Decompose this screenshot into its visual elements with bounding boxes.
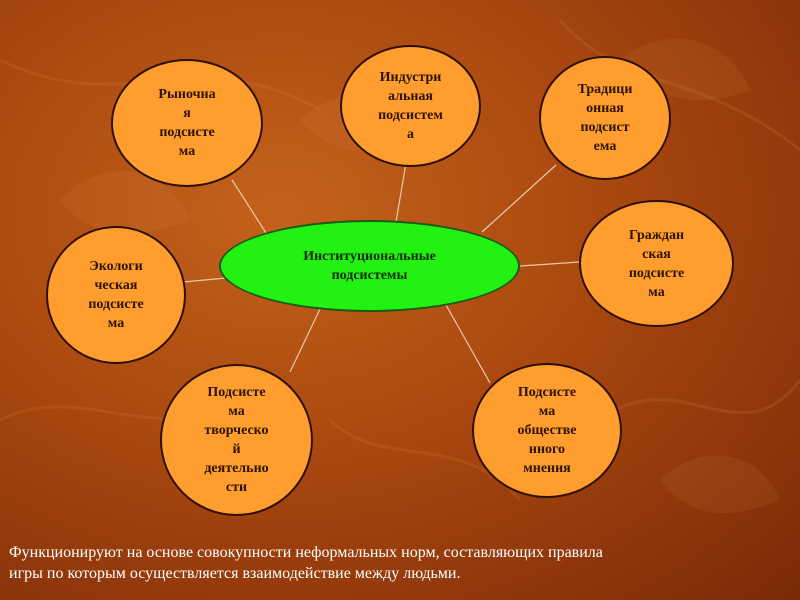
node-label: Подсисте ма обществе нного мнения <box>517 385 577 476</box>
node-industrial-subsystem: Индустри альная подсистем а <box>340 45 481 167</box>
connector-traditional <box>481 164 557 233</box>
node-traditional-subsystem: Традици онная подсист ема <box>539 56 671 180</box>
node-ecological-subsystem: Экологи ческая подсисте ма <box>46 226 186 364</box>
connector-industrial <box>395 162 407 223</box>
node-label: Традици онная подсист ема <box>577 82 633 154</box>
connector-market <box>231 179 269 237</box>
node-label: Граждан ская подсисте ма <box>628 227 685 300</box>
node-label: Рыночна я подсисте ма <box>158 87 216 159</box>
connector-ecological <box>182 277 227 283</box>
node-civil-subsystem: Граждан ская подсисте ма <box>579 200 734 327</box>
connector-civil <box>519 261 581 267</box>
center-label: Институциональные подсистемы <box>303 249 436 283</box>
connector-public-opinion <box>445 304 491 384</box>
node-label: Индустри альная подсистем а <box>378 70 443 142</box>
node-label: Подсисте ма творческо й деятельно сти <box>204 385 269 495</box>
node-creative-activity-subsystem: Подсисте ма творческо й деятельно сти <box>160 364 313 516</box>
node-public-opinion-subsystem: Подсисте ма обществе нного мнения <box>472 363 622 498</box>
caption-text: Функционируют на основе совокупности неф… <box>9 544 603 582</box>
center-institutional-subsystems: Институциональные подсистемы <box>219 220 520 312</box>
node-market-subsystem: Рыночна я подсисте ма <box>111 59 263 187</box>
node-label: Экологи ческая подсисте ма <box>88 259 144 331</box>
connector-creative <box>289 308 321 373</box>
